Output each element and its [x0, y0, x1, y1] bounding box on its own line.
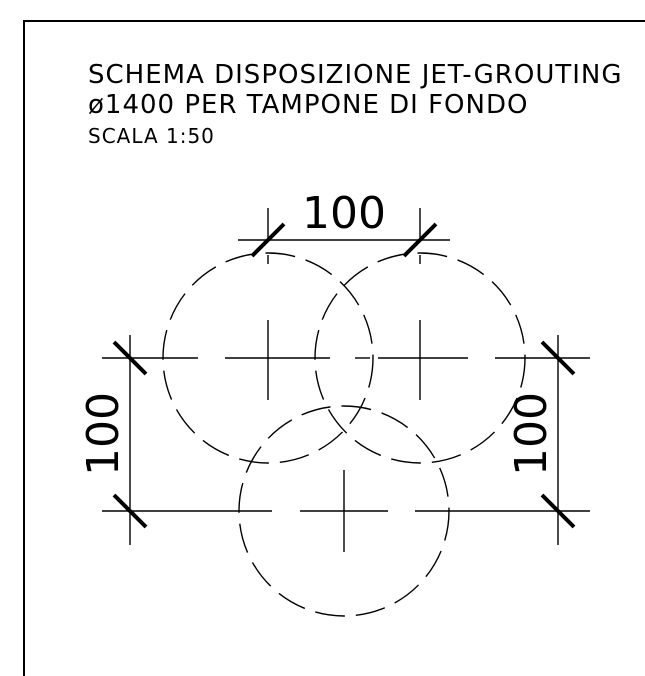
tick-top-left	[250, 222, 286, 258]
scale-label: SCALA 1:50	[88, 124, 215, 148]
dimension-text-top: 100	[302, 188, 386, 239]
frame-top-border	[23, 20, 645, 22]
title-line-2: ø1400 PER TAMPONE DI FONDO	[88, 90, 529, 120]
dimension-text-left: 100	[78, 392, 129, 476]
title-block: SCHEMA DISPOSIZIONE JET-GROUTING ø1400 P…	[88, 60, 623, 150]
tick-left-bottom	[112, 493, 148, 529]
tick-right-top	[540, 340, 576, 376]
title-line-1: SCHEMA DISPOSIZIONE JET-GROUTING	[88, 60, 623, 90]
dimension-text-right: 100	[506, 392, 557, 476]
frame-left-border	[23, 20, 25, 676]
tick-top-right	[402, 222, 438, 258]
tick-left-top	[112, 340, 148, 376]
tick-right-bottom	[540, 493, 576, 529]
